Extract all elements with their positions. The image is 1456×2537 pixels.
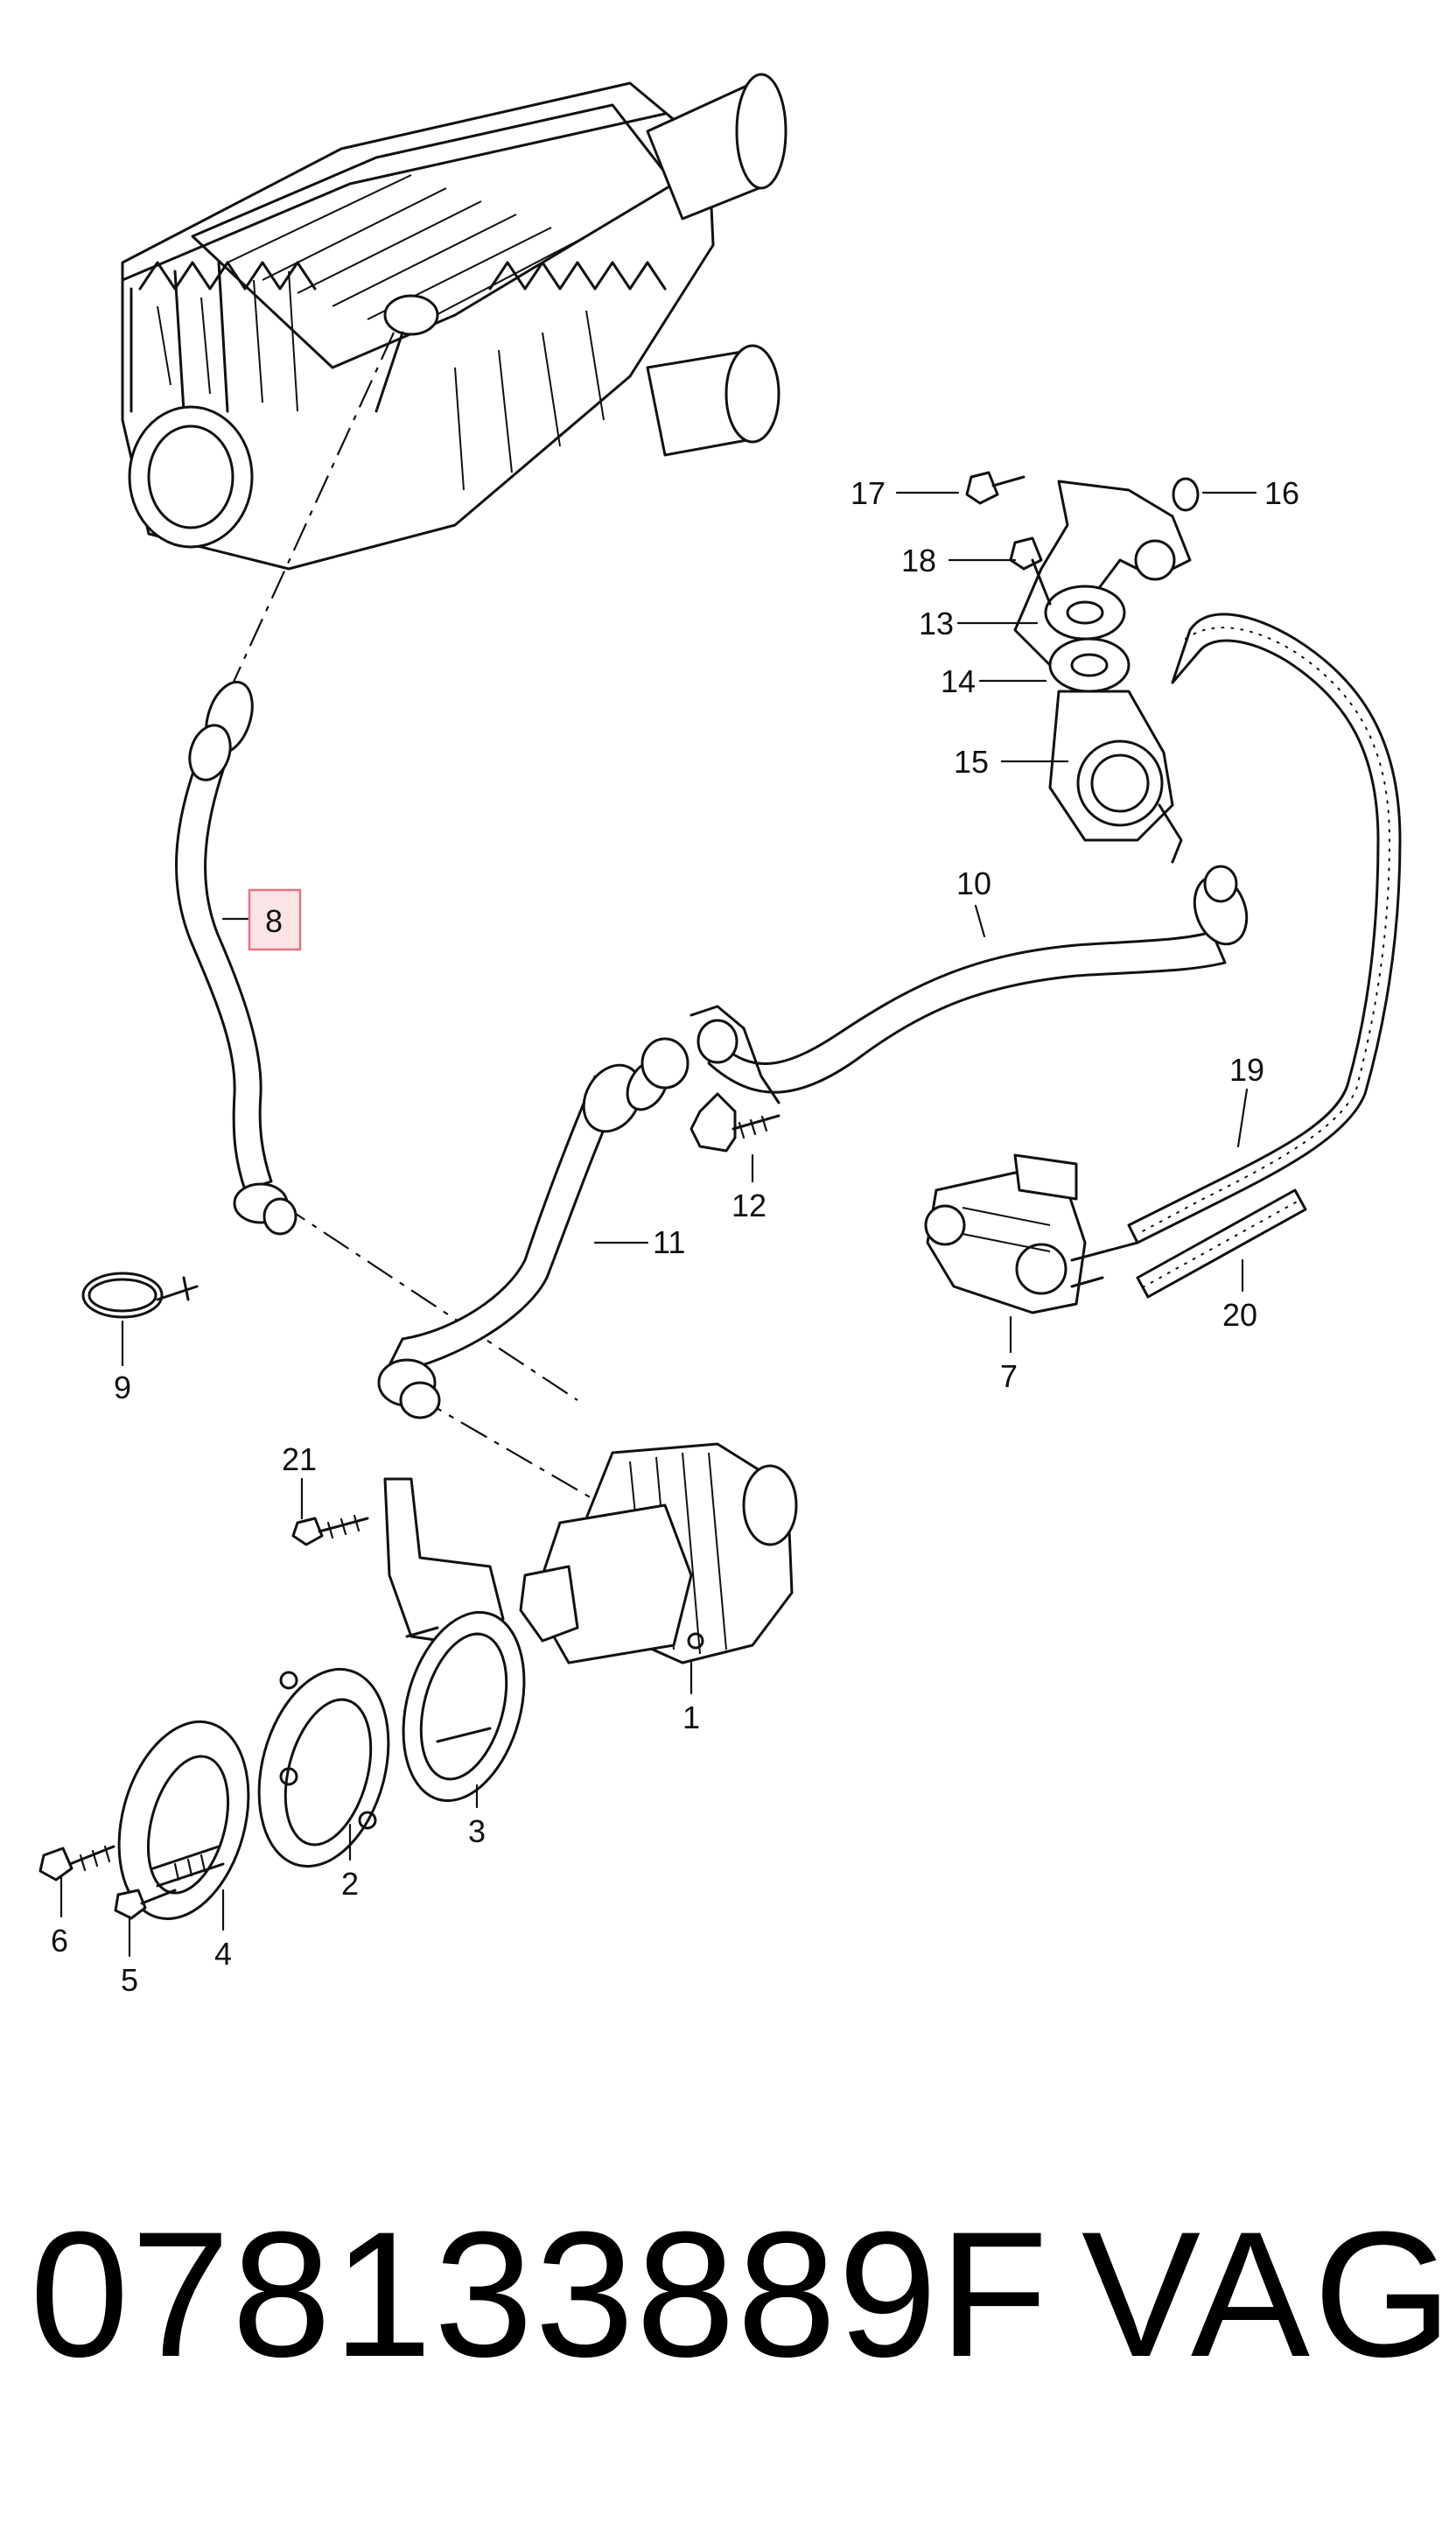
callout-5: 5 (121, 1962, 138, 1998)
bolt-12 (690, 1092, 780, 1153)
hose-11 (377, 1059, 669, 1419)
flange-2 (257, 1667, 390, 1868)
callout-1: 1 (682, 1700, 700, 1735)
flange-4 (117, 1720, 250, 1921)
callout-4: 4 (214, 1936, 232, 1972)
air-pump-1 (519, 1442, 798, 1664)
callout-14: 14 (941, 663, 976, 699)
callout-2: 2 (341, 1866, 359, 1902)
callout-7: 7 (1000, 1358, 1018, 1394)
leader-lines (228, 332, 605, 1506)
callout-11: 11 (653, 1224, 685, 1260)
valve-assembly (965, 471, 1200, 864)
clamp-9 (81, 1272, 199, 1319)
hose-20 (1136, 1188, 1307, 1299)
bracket-3 (291, 1477, 526, 1803)
hose-10 (640, 865, 1249, 1104)
footer: 078133889F VAG (0, 2205, 1456, 2433)
callout-9: 9 (114, 1370, 131, 1405)
callout-labels: 17 16 18 13 14 15 10 8 11 12 19 20 7 9 2… (51, 475, 1299, 1998)
callout-6: 6 (51, 1923, 68, 1959)
hose-19 (1127, 613, 1402, 1244)
air-filter-housing (121, 73, 788, 571)
callout-12: 12 (732, 1188, 766, 1223)
highlight-box-8 (248, 888, 302, 951)
callout-19: 19 (1229, 1052, 1264, 1088)
valve-7 (924, 1153, 1139, 1314)
callout-16: 16 (1264, 475, 1299, 511)
callout-3: 3 (468, 1813, 486, 1849)
parts-diagram: 17 16 18 13 14 15 10 8 11 12 19 20 7 9 2… (38, 73, 1402, 1998)
part-number: 078133889F (30, 2195, 1050, 2394)
bolt-6 (38, 1845, 116, 1882)
callout-20: 20 (1222, 1297, 1257, 1333)
hose-8 (175, 680, 298, 1236)
callout-10: 10 (956, 866, 991, 901)
callout-17: 17 (850, 475, 886, 511)
brand-name: VAG (1082, 2195, 1456, 2394)
callout-leaders (60, 491, 1257, 1958)
callout-21: 21 (282, 1441, 317, 1477)
nut-5 (114, 1889, 177, 1920)
callout-13: 13 (919, 606, 954, 641)
callout-15: 15 (954, 744, 989, 780)
callout-8: 8 (265, 903, 283, 939)
callout-18: 18 (901, 543, 936, 578)
